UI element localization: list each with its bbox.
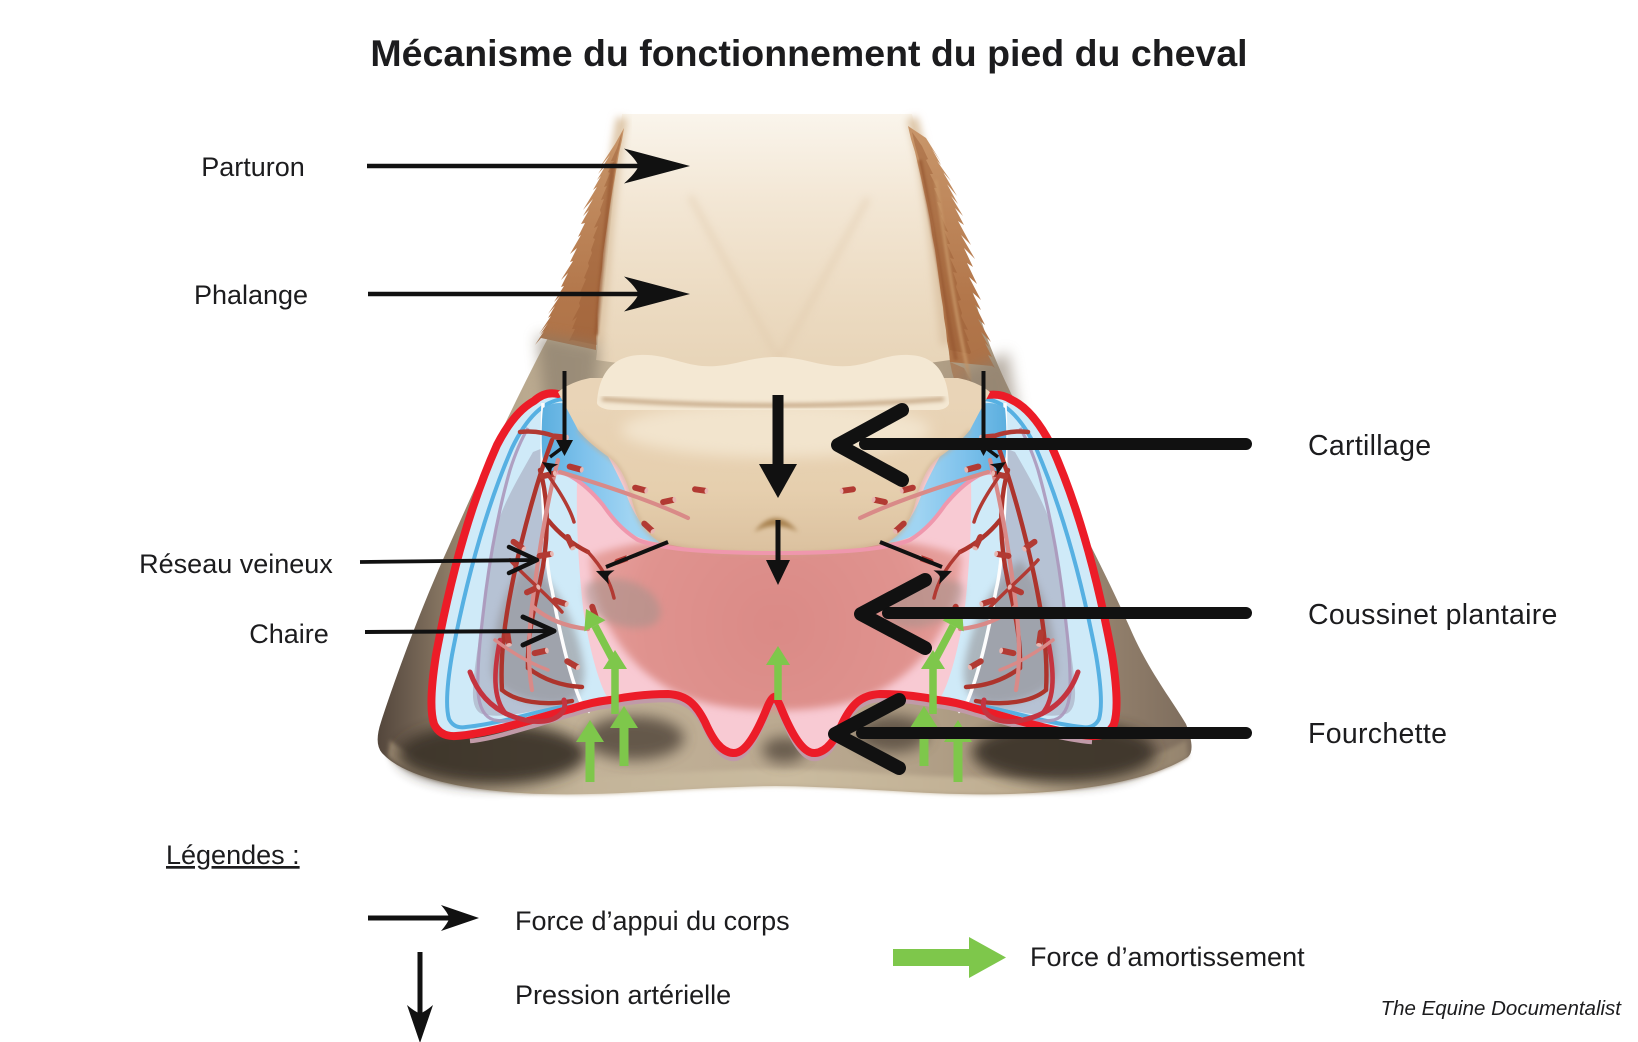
svg-text:Force d’amortissement: Force d’amortissement xyxy=(1030,942,1305,972)
svg-text:The Equine Documentalist: The Equine Documentalist xyxy=(1381,997,1623,1020)
svg-text:Réseau veineux: Réseau veineux xyxy=(139,549,333,579)
svg-text:Légendes :: Légendes : xyxy=(166,840,300,870)
svg-text:Coussinet plantaire: Coussinet plantaire xyxy=(1308,599,1558,631)
svg-text:Pression artérielle: Pression artérielle xyxy=(515,980,731,1010)
svg-text:Parturon: Parturon xyxy=(201,152,305,182)
svg-text:Mécanisme du fonctionnement du: Mécanisme du fonctionnement du pied du c… xyxy=(370,32,1247,74)
svg-text:Fourchette: Fourchette xyxy=(1308,718,1447,750)
svg-text:Phalange: Phalange xyxy=(194,280,308,310)
svg-text:Chaire: Chaire xyxy=(249,619,329,649)
svg-text:Cartillage: Cartillage xyxy=(1308,430,1431,462)
svg-text:Force d’appui du corps: Force d’appui du corps xyxy=(515,906,790,936)
